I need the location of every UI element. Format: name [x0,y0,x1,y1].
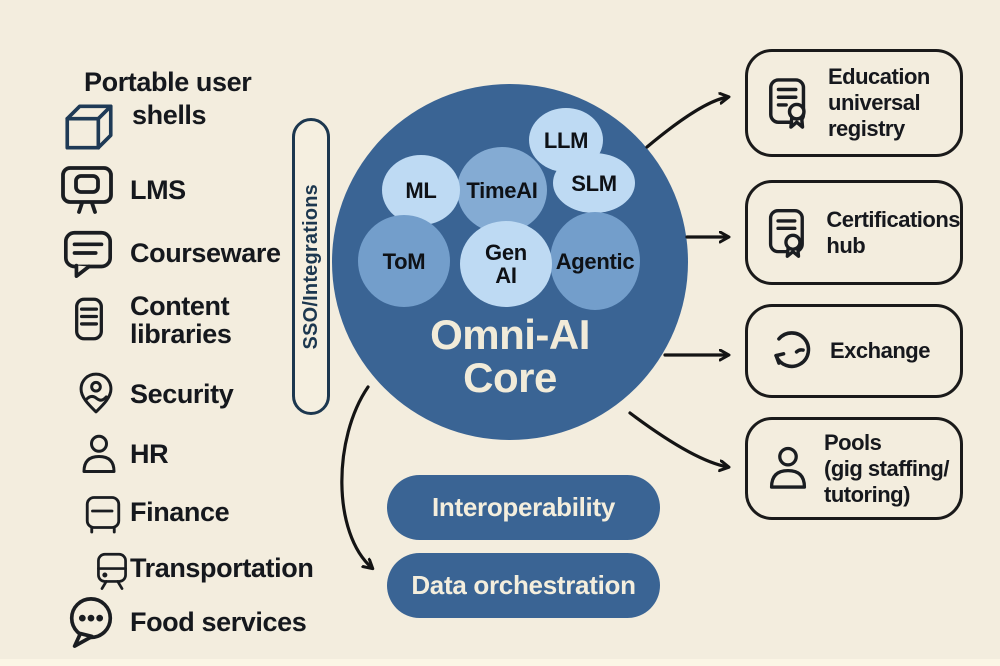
list-item-label-security: Security [130,379,234,409]
list-item-label-courseware: Courseware [130,238,281,268]
person-icon [82,434,116,473]
list-item-label-content-libraries: Content libraries [130,291,232,349]
box-education-universal-registry: Education universal registry [745,49,963,157]
list-item-label-portable-user-shells: Portable user shells [84,67,252,130]
certificate-icon [769,78,806,129]
data-orchestration-label: Data orchestration [411,570,636,600]
sso-integrations-pill: SSO/Integrations [292,118,330,415]
interoperability-pill: Interoperability [387,475,660,540]
chat-dots-icon [69,597,113,648]
box-label-education-universal-registry: Education universal registry [828,64,930,141]
bubble-gen-ai-label: Gen AI [485,240,527,288]
chat-lines-icon [63,230,113,278]
box-certifications-hub: Certifications hub [745,180,963,285]
cube-icon [65,104,113,150]
bubble-ml: ML [382,155,460,225]
bubble-ml-label: ML [405,177,437,203]
bubble-tom-label: ToM [382,248,426,274]
list-item-label-lms: LMS [130,175,186,205]
bus-icon [85,496,121,534]
certificate-icon [768,208,804,258]
sso-integrations-label: SSO/Integrations [299,183,322,350]
bubble-agentic: Agentic [550,212,640,310]
box-label-exchange: Exchange [830,338,930,363]
bottom-edge-strip [0,659,1000,666]
box-label-pools: Pools (gig staffing/ tutoring) [824,429,949,507]
bubble-slm: SLM [553,153,635,213]
bubble-timeai-label: TimeAI [466,177,538,203]
bubble-agentic-label: Agentic [555,248,635,274]
stack-icon [75,297,103,341]
list-item-label-food-services: Food services [130,607,307,637]
arrow-core-to-pools [628,411,728,467]
list-item-label-finance: Finance [130,497,230,527]
core-title: Omni-AI Core [430,311,590,401]
sync-arrows-icon [774,331,811,369]
person-icon [769,446,807,489]
bubble-timeai: TimeAI [457,147,547,233]
interoperability-label: Interoperability [431,492,615,522]
monitor-icon [61,166,113,214]
bubble-gen-ai: Gen AI [460,221,552,307]
data-orchestration-pill: Data orchestration [387,553,660,618]
tram-icon [97,552,127,590]
list-item-label-hr: HR [130,439,169,469]
box-pools: Pools (gig staffing/ tutoring) [745,417,963,520]
box-exchange: Exchange [745,304,963,398]
list-item-label-transportation: Transportation [130,553,314,583]
arrow-core-to-education [645,97,728,149]
bubble-llm-label: LLM [543,127,589,153]
location-pin-icon [79,372,113,414]
bubble-tom: ToM [358,215,450,307]
bubble-slm-label: SLM [571,170,617,196]
arrow-core-to-data-orchestration [340,385,372,568]
box-label-certifications-hub: Certifications hub [826,206,960,258]
